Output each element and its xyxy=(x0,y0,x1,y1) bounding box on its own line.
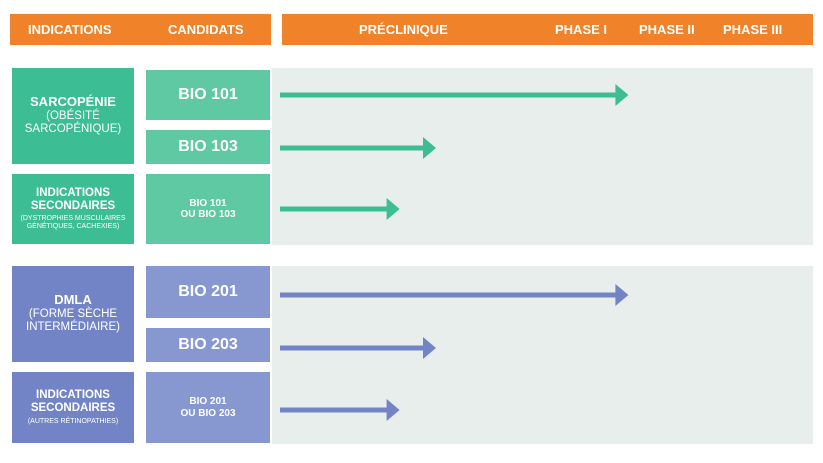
indication-title: SARCOPÉNIE xyxy=(30,94,116,110)
secondary-title-2: SECONDAIRES xyxy=(30,199,116,212)
progress-arrow-bio-201 xyxy=(280,284,629,306)
candidate-bio-201: BIO 201 xyxy=(146,266,270,318)
secondary-detail-1: (DYSTROPHIES MUSCULAIRES xyxy=(20,215,126,223)
candidate-line-2: OU BIO 103 xyxy=(180,209,236,220)
header-preclinique: PRÉCLINIQUE xyxy=(359,22,448,37)
progress-arrow-bio-103 xyxy=(280,137,436,159)
header-right: PRÉCLINIQUE PHASE I PHASE II PHASE III xyxy=(282,14,813,45)
arrow-head xyxy=(615,284,629,306)
header-left: INDICATIONS CANDIDATS xyxy=(10,14,271,45)
indication-secondaires-dmla: INDICATIONS SECONDAIRES (AUTRES RÉTINOPA… xyxy=(12,372,134,443)
progress-arrow-bio-101 xyxy=(280,84,629,106)
header-phase-2: PHASE II xyxy=(639,22,695,37)
indication-subtitle-1: (OBÉSITÉ xyxy=(46,110,100,123)
indication-title: DMLA xyxy=(54,292,92,308)
indication-subtitle-2: SARCOPÉNIQUE) xyxy=(24,123,122,136)
arrow-shaft xyxy=(280,145,424,151)
arrow-head xyxy=(423,337,436,359)
progress-arrow-bio-101-ou-bio-103 xyxy=(280,198,400,220)
indication-subtitle-2: INTERMÉDIAIRE) xyxy=(26,321,120,334)
arrow-head xyxy=(423,137,436,159)
arrow-shaft xyxy=(280,206,388,212)
candidate-bio-201-or-203: BIO 201 OU BIO 203 xyxy=(146,372,270,443)
secondary-detail-2: GÉNÉTIQUES, CACHEXIES) xyxy=(26,223,120,231)
header-candidats: CANDIDATS xyxy=(168,22,244,37)
secondary-detail-1: (AUTRES RÉTINOPATHIES) xyxy=(27,417,119,425)
secondary-title-1: INDICATIONS xyxy=(36,389,110,402)
arrow-shaft xyxy=(280,345,424,351)
candidate-line-1: BIO 201 xyxy=(189,396,227,407)
candidate-line-1: BIO 101 xyxy=(189,197,227,209)
progress-arrow-bio-201-ou-bio-203 xyxy=(280,399,400,421)
header-indications: INDICATIONS xyxy=(28,22,112,37)
header-phase-1: PHASE I xyxy=(555,22,608,37)
secondary-title-2: SECONDAIRES xyxy=(30,402,116,415)
candidate-bio-101-or-103: BIO 101 OU BIO 103 xyxy=(146,174,270,244)
arrow-head xyxy=(615,84,629,106)
arrow-head xyxy=(386,399,400,421)
secondary-title-1: INDICATIONS xyxy=(36,186,110,199)
indication-subtitle-1: (FORME SÈCHE xyxy=(28,308,118,321)
arrow-head xyxy=(386,198,400,220)
indication-dmla: DMLA (FORME SÈCHE INTERMÉDIAIRE) xyxy=(12,266,134,362)
candidate-bio-203: BIO 203 xyxy=(146,328,270,362)
arrow-shaft xyxy=(280,292,617,298)
header-phase-3: PHASE III xyxy=(723,22,783,37)
indication-sarcopenie: SARCOPÉNIE (OBÉSITÉ SARCOPÉNIQUE) xyxy=(12,68,134,164)
arrow-shaft xyxy=(280,92,617,98)
progress-arrow-bio-203 xyxy=(280,337,436,359)
arrow-shaft xyxy=(280,407,388,413)
candidate-line-2: OU BIO 203 xyxy=(180,407,236,419)
indication-secondaires-sarcopenie: INDICATIONS SECONDAIRES (DYSTROPHIES MUS… xyxy=(12,174,134,244)
candidate-bio-101: BIO 101 xyxy=(146,70,270,120)
candidate-bio-103: BIO 103 xyxy=(146,130,270,164)
